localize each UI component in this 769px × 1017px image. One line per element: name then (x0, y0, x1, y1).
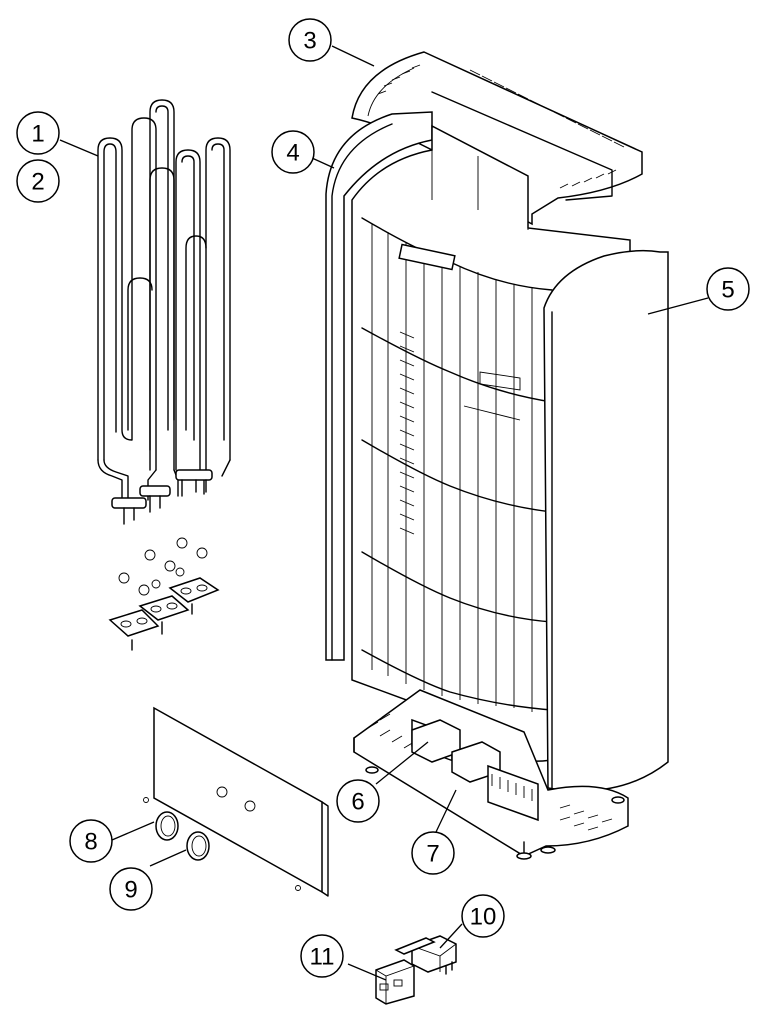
callout-2: 2 (16, 159, 60, 203)
callout-7-label: 7 (426, 841, 439, 868)
callout-9: 9 (109, 867, 153, 911)
callout-4: 4 (271, 130, 315, 174)
relay-unit (394, 935, 457, 975)
callout-10: 10 (461, 894, 505, 938)
terminal-block (375, 959, 415, 1005)
mounting-plates (108, 537, 220, 651)
callout-5: 5 (706, 267, 750, 311)
vent-slots (377, 64, 625, 189)
right-curved-side-panel (543, 249, 669, 792)
callout-9-label: 9 (124, 877, 137, 904)
callout-10-label: 10 (470, 904, 497, 931)
callout-2-label: 2 (31, 169, 44, 196)
base-plate-with-electronics (353, 689, 629, 860)
callout-8-label: 8 (84, 829, 97, 856)
callout-7: 7 (411, 831, 455, 875)
callout-6: 6 (336, 779, 380, 823)
callout-11: 11 (300, 934, 344, 978)
control-knobs (155, 811, 210, 861)
callout-3-label: 3 (303, 28, 316, 55)
heating-elements (97, 99, 231, 525)
callout-5-label: 5 (721, 277, 734, 304)
callout-4-label: 4 (286, 140, 299, 167)
callout-8: 8 (69, 819, 113, 863)
callout-3: 3 (288, 18, 332, 62)
callout-11-label: 11 (310, 944, 335, 971)
callout-6-label: 6 (351, 789, 364, 816)
callout-1: 1 (16, 111, 60, 155)
control-front-panel (143, 706, 329, 897)
callout-1-label: 1 (31, 121, 44, 148)
base-slots (367, 713, 613, 831)
leader-lines (59, 45, 709, 981)
